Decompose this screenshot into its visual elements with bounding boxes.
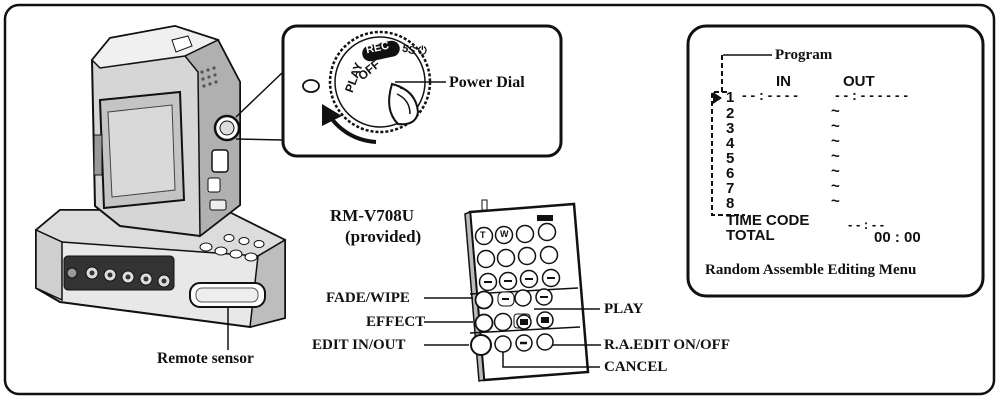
- remote-provided-label: (provided): [345, 227, 422, 246]
- program-row-number: 1: [726, 89, 735, 106]
- time-code-value: - - : - -: [848, 217, 885, 232]
- program-row-number: 6: [726, 165, 735, 182]
- program-row-number: 8: [726, 195, 735, 212]
- program-row-number: 5: [726, 150, 735, 167]
- effect-label: EFFECT: [366, 314, 426, 330]
- fade-wipe-label: FADE/WIPE: [326, 290, 410, 306]
- power-dial-label: Power Dial: [449, 74, 525, 91]
- inset-leader-top: [235, 71, 284, 118]
- inset-leader-bottom: [235, 138, 284, 141]
- time-code-label: TIME CODE: [726, 212, 810, 229]
- wide-button-letter: W: [500, 229, 509, 239]
- row-separator-tilde: ~: [831, 193, 840, 210]
- camcorder-illustration: [34, 24, 287, 329]
- cancel-label: CANCEL: [604, 359, 668, 375]
- row-separator-tilde: ~: [831, 118, 840, 135]
- edit-in-out-label: EDIT IN/OUT: [312, 337, 406, 353]
- program-row-number: 7: [726, 180, 735, 197]
- program-row-number: 3: [726, 120, 735, 137]
- row-separator-tilde: ~: [831, 178, 840, 195]
- dial-indicator-lamp: [302, 79, 320, 93]
- timer-icon: ⏻: [418, 45, 427, 57]
- outer-frame: [3, 3, 996, 396]
- program-bracket: [711, 91, 745, 216]
- menu-screen-box: [686, 24, 985, 298]
- program-row-number: 2: [726, 105, 735, 122]
- row-separator-tilde: ~: [831, 103, 840, 120]
- program-row-number: 4: [726, 135, 735, 152]
- program-label: Program: [775, 47, 833, 63]
- row-separator-tilde: ~: [831, 163, 840, 180]
- total-label: TOTAL: [726, 227, 775, 244]
- total-value: 00 : 00: [874, 229, 921, 246]
- remote-model-label: RM-V708U: [330, 206, 415, 225]
- out-column-header: OUT: [843, 73, 875, 90]
- row1-in-value: - - : - - - -: [742, 87, 798, 103]
- ra-edit-label: R.A.EDIT ON/OFF: [604, 337, 730, 353]
- power-dial: [328, 30, 432, 134]
- remote-sensor-label: Remote sensor: [157, 350, 254, 367]
- in-column-header: IN: [776, 73, 791, 90]
- remote-control-illustration: [464, 199, 590, 382]
- leader-cancel: [502, 352, 600, 368]
- play-label: PLAY: [604, 301, 644, 317]
- menu-caption: Random Assemble Editing Menu: [705, 262, 917, 278]
- row-separator-tilde: ~: [831, 148, 840, 165]
- row-separator-tilde: ~: [831, 133, 840, 150]
- program-cursor-icon: [713, 92, 722, 104]
- row1-out-value: - - : - - - - - -: [835, 87, 909, 103]
- dial-rotation-arrowhead: [322, 104, 342, 126]
- tele-button-letter: T: [480, 230, 486, 240]
